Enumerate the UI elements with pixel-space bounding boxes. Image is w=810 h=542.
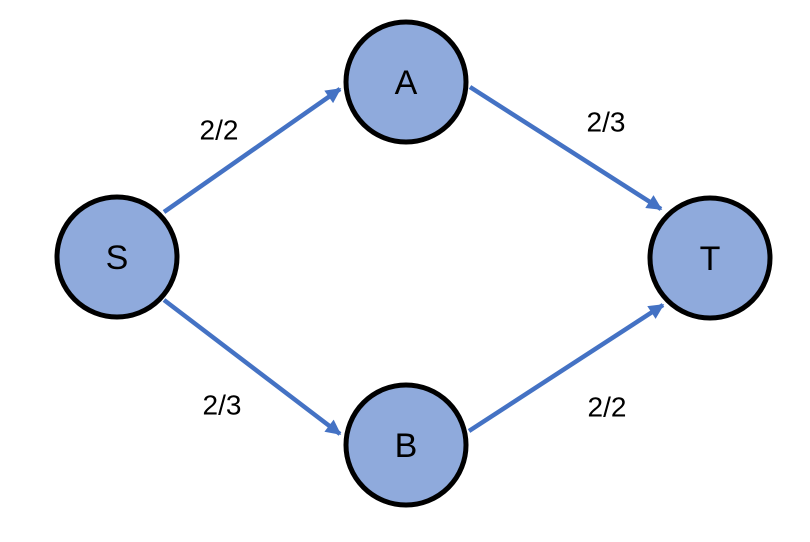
- node-b-circle: [343, 382, 469, 508]
- edge-label-b-t: 2/2: [588, 392, 627, 423]
- node-b: B: [343, 382, 469, 508]
- node-s: S: [54, 194, 180, 320]
- edge-label-s-b: 2/3: [203, 390, 242, 421]
- nodes-layer: S A B T: [54, 19, 773, 508]
- edge-label-s-a: 2/2: [200, 115, 239, 146]
- node-t-label: T: [700, 240, 721, 278]
- node-t-circle: [647, 195, 773, 321]
- node-a-label: A: [395, 64, 418, 102]
- edge-s-to-b: [162, 298, 342, 436]
- node-s-label: S: [106, 239, 129, 277]
- edge-labels-layer: 2/2 2/3 2/3 2/2: [200, 107, 627, 423]
- node-t: T: [647, 195, 773, 321]
- node-s-circle: [54, 194, 180, 320]
- node-a: A: [343, 19, 469, 145]
- edge-label-a-t: 2/3: [587, 107, 626, 138]
- node-a-circle: [343, 19, 469, 145]
- edges-layer: [162, 85, 665, 436]
- edge-b-to-t: [467, 303, 665, 433]
- edge-a-to-t: [468, 85, 663, 211]
- edge-s-to-a: [162, 87, 342, 214]
- node-b-label: B: [395, 427, 418, 465]
